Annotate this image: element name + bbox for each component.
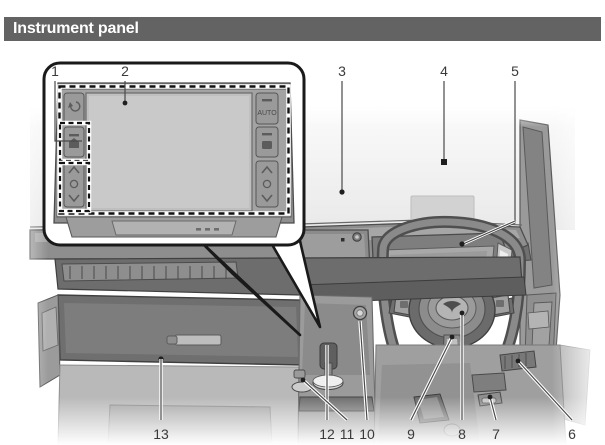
callout-number-6: 6: [568, 426, 576, 442]
leader-line-1: [54, 81, 82, 142]
callout-number-8: 8: [458, 426, 466, 442]
dashboard-scene: AUTO: [0, 45, 605, 445]
callout-number-5: 5: [511, 63, 519, 79]
page-title: Instrument panel: [13, 20, 139, 37]
leader-line-5: [459, 81, 516, 247]
svg-text:AUTO: AUTO: [257, 110, 277, 117]
glove-compartment: [57, 294, 303, 366]
leader-lines-bottom: [159, 310, 574, 422]
callout-box-center-display: AUTO: [42, 61, 306, 247]
leader-dot-4: [441, 159, 447, 165]
callout-number-13: 13: [153, 426, 169, 442]
callout-number-4: 4: [440, 63, 448, 79]
display-right-buttons: AUTO: [255, 92, 279, 208]
leader-lines-top: [341, 81, 445, 191]
instrument-panel-illustration: AUTO: [0, 45, 605, 445]
callout-number-3: 3: [338, 63, 346, 79]
dashed-highlight-frames: [57, 84, 291, 216]
callout-number-1: 1: [51, 63, 59, 79]
section-header-bar: [4, 17, 601, 41]
callout-number-7: 7: [492, 426, 500, 442]
display-left-buttons: [63, 92, 85, 208]
callout-number-10: 10: [359, 426, 375, 442]
engine-start-button: [352, 305, 368, 321]
callout-number-9: 9: [407, 426, 415, 442]
callout-number-11: 11: [339, 426, 355, 442]
callout-number-2: 2: [121, 63, 129, 79]
callout-number-12: 12: [319, 426, 335, 442]
leader-dot-3: [339, 189, 345, 195]
